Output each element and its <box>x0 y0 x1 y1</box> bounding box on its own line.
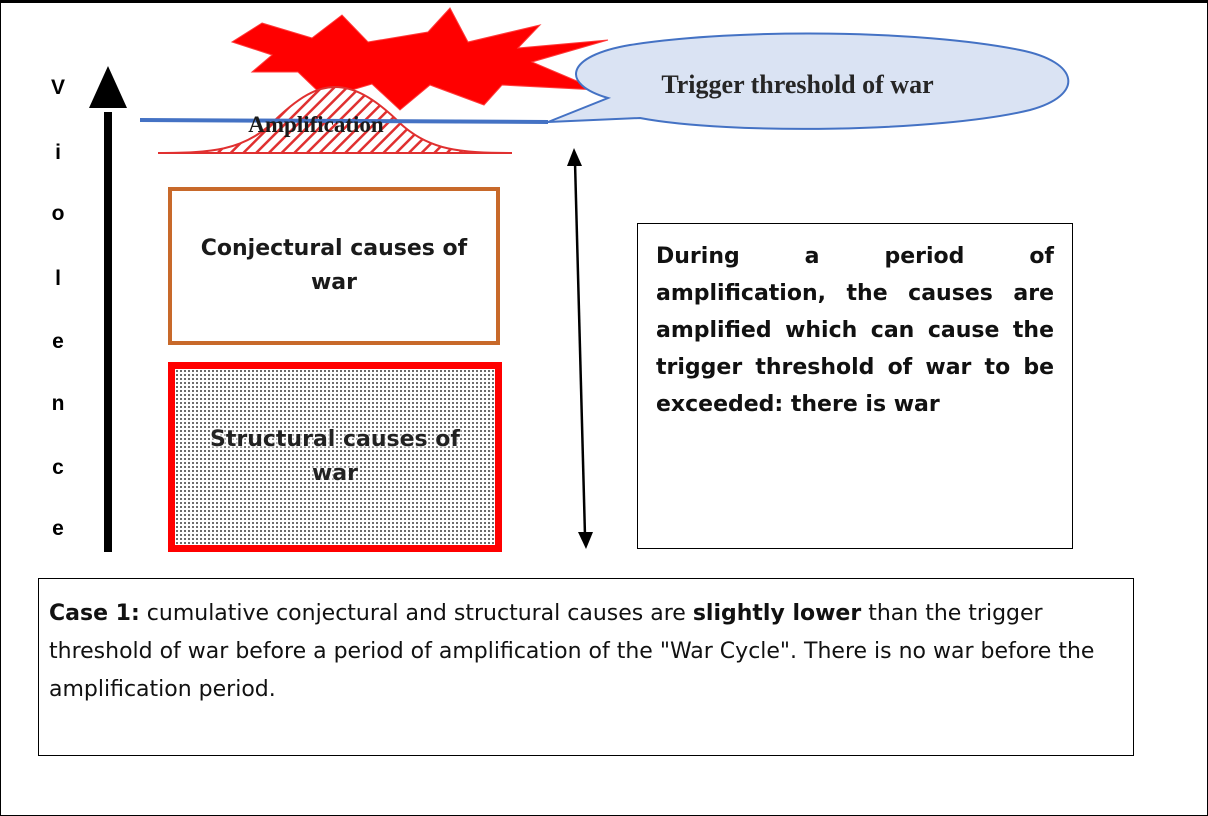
conjectural-causes-box: Conjectural causes of war <box>168 187 500 345</box>
case-note-lead: Case 1: <box>49 601 140 626</box>
axis-letter: e <box>52 330 64 353</box>
explanation-box: During a period of amplification, the ca… <box>637 223 1073 549</box>
range-double-arrow <box>567 148 593 549</box>
threshold-line <box>139 118 549 124</box>
case-note-text: Case 1: cumulative conjectural and struc… <box>49 595 1125 709</box>
amplification-label: Amplification <box>248 112 384 137</box>
war-explosion-shape <box>230 7 609 111</box>
explanation-text: During a period of amplification, the ca… <box>656 244 1054 417</box>
axis-letter: n <box>51 392 65 415</box>
axis-letter: c <box>52 456 64 479</box>
case-note-box: Case 1: cumulative conjectural and struc… <box>38 578 1134 756</box>
axis-letter: o <box>51 202 65 225</box>
threshold-callout-label: Trigger threshold of war <box>661 70 934 99</box>
threshold-callout-bubble <box>547 32 1070 130</box>
violence-axis-arrow <box>89 66 127 552</box>
axis-letter: i <box>55 141 61 164</box>
case-note-part2: than the trigger threshold of war before… <box>49 601 1095 702</box>
case-note-emphasis: slightly lower <box>692 601 862 626</box>
conjectural-causes-label: Conjectural causes of war <box>200 235 468 295</box>
axis-letter: e <box>52 517 64 540</box>
structural-causes-label: Structural causes of war <box>210 426 460 486</box>
case-note-part1: cumulative conjectural and structural ca… <box>139 601 693 626</box>
structural-causes-box: Structural causes of war <box>168 362 502 552</box>
axis-letter: V <box>50 76 65 99</box>
axis-letter: l <box>55 267 61 290</box>
